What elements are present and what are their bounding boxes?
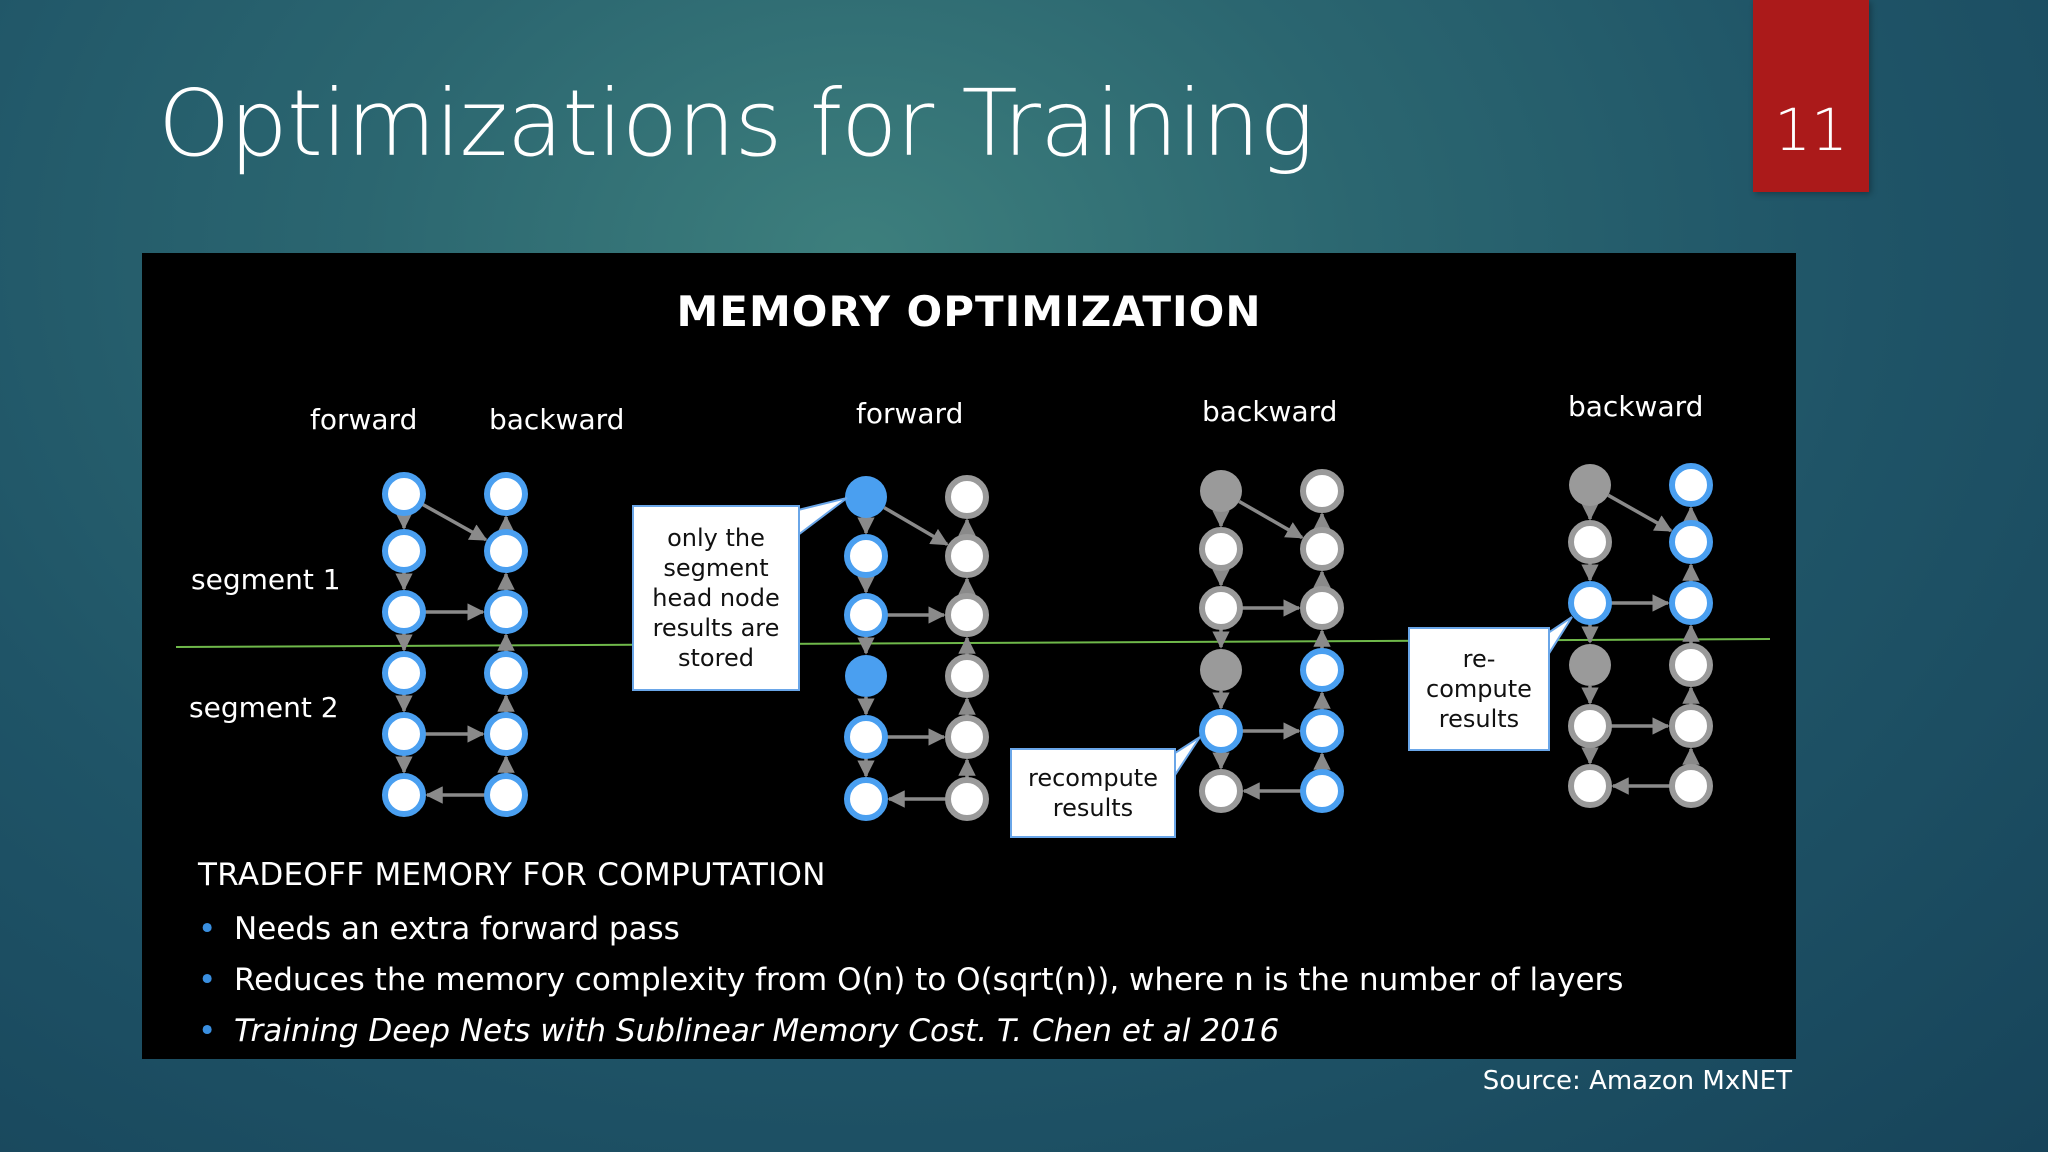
graph-edge (1607, 493, 1673, 533)
graph-node-head (845, 476, 887, 518)
bullet-item: •Needs an extra forward pass (198, 911, 680, 947)
label-segment-1: segment 1 (191, 563, 341, 596)
graph-node-freed (1568, 520, 1612, 564)
graph-node-freed (1669, 704, 1713, 748)
graph-node-stored (1300, 709, 1344, 753)
graph-node-stored (382, 651, 426, 695)
graph-node-freed (945, 475, 989, 519)
graph-node-stored (1199, 709, 1243, 753)
graph-node-freed (945, 534, 989, 578)
callout-stored-pointer (797, 497, 848, 538)
graph-node-stored (1669, 581, 1713, 625)
graph-node-freed (1568, 704, 1612, 748)
graph-node-freed (1300, 469, 1344, 513)
label-forward-2: forward (856, 397, 964, 430)
label-backward-3: backward (1202, 395, 1338, 428)
tradeoff-heading: TRADEOFF MEMORY FOR COMPUTATION (198, 857, 826, 893)
graph-node-freed (945, 777, 989, 821)
bullet-dot-icon: • (198, 1013, 217, 1049)
graph-node-head (845, 655, 887, 697)
graph-node-freed (945, 593, 989, 637)
bullet-dot-icon: • (198, 911, 217, 947)
graph-node-stored (382, 773, 426, 817)
graph-node-dropped (1200, 470, 1242, 512)
graph-node-stored (484, 529, 528, 573)
graph-node-stored (1669, 463, 1713, 507)
label-backward-4: backward (1568, 390, 1704, 423)
graph-edge (1238, 499, 1304, 540)
graph-node-stored (844, 593, 888, 637)
label-backward-1: backward (489, 403, 625, 436)
graph-node-stored (1568, 581, 1612, 625)
graph-node-stored (1300, 769, 1344, 813)
callout-recompute-pointer (1174, 736, 1201, 779)
graph-edge (883, 506, 949, 546)
graph-node-stored (382, 529, 426, 573)
graph-node-stored (484, 472, 528, 516)
graph-node-freed (1300, 527, 1344, 571)
bullet-item: •Reduces the memory complexity from O(n)… (198, 962, 1624, 998)
callout-recompute-2: re- compute results (1408, 627, 1550, 751)
graph-node-dropped (1569, 644, 1611, 686)
graph-node-stored (844, 777, 888, 821)
graph-node-freed (1669, 764, 1713, 808)
graph-edge (421, 502, 488, 542)
callout-recompute-2-pointer (1547, 616, 1573, 659)
source-credit: Source: Amazon MxNET (1482, 1066, 1792, 1096)
graph-node-freed (1199, 586, 1243, 630)
graph-node-freed (1300, 586, 1344, 630)
graph-node-stored (382, 712, 426, 756)
graph-node-stored (844, 534, 888, 578)
slide-title: Optimizations for Training (158, 70, 1314, 177)
bullet-dot-icon: • (198, 962, 217, 998)
graph-node-stored (484, 712, 528, 756)
graph-node-stored (484, 773, 528, 817)
label-segment-2: segment 2 (189, 691, 339, 724)
graph-node-freed (1199, 769, 1243, 813)
graph-node-freed (1199, 527, 1243, 571)
graph-node-stored (1669, 520, 1713, 564)
diagram-title: MEMORY OPTIMIZATION (676, 287, 1262, 336)
callout-recompute: recompute results (1010, 748, 1176, 838)
graph-node-freed (945, 715, 989, 759)
bullet-item-reference: •Training Deep Nets with Sublinear Memor… (198, 1013, 1280, 1049)
graph-node-stored (844, 715, 888, 759)
memory-optimization-figure: MEMORY OPTIMIZATION forward backward for… (142, 253, 1796, 1059)
page-number: 11 (1774, 96, 1848, 164)
graph-node-freed (1669, 643, 1713, 687)
graph-node-stored (382, 590, 426, 634)
page-number-badge: 11 (1753, 0, 1869, 192)
graph-node-dropped (1200, 649, 1242, 691)
graph-node-freed (945, 654, 989, 698)
graph-node-stored (382, 472, 426, 516)
graph-node-dropped (1569, 464, 1611, 506)
graph-node-stored (484, 590, 528, 634)
graph-node-stored (1300, 648, 1344, 692)
label-forward-1: forward (310, 403, 418, 436)
graph-node-freed (1568, 764, 1612, 808)
computation-graph (175, 463, 1771, 821)
callout-stored: only the segment head node results are s… (632, 505, 800, 691)
graph-node-stored (484, 651, 528, 695)
